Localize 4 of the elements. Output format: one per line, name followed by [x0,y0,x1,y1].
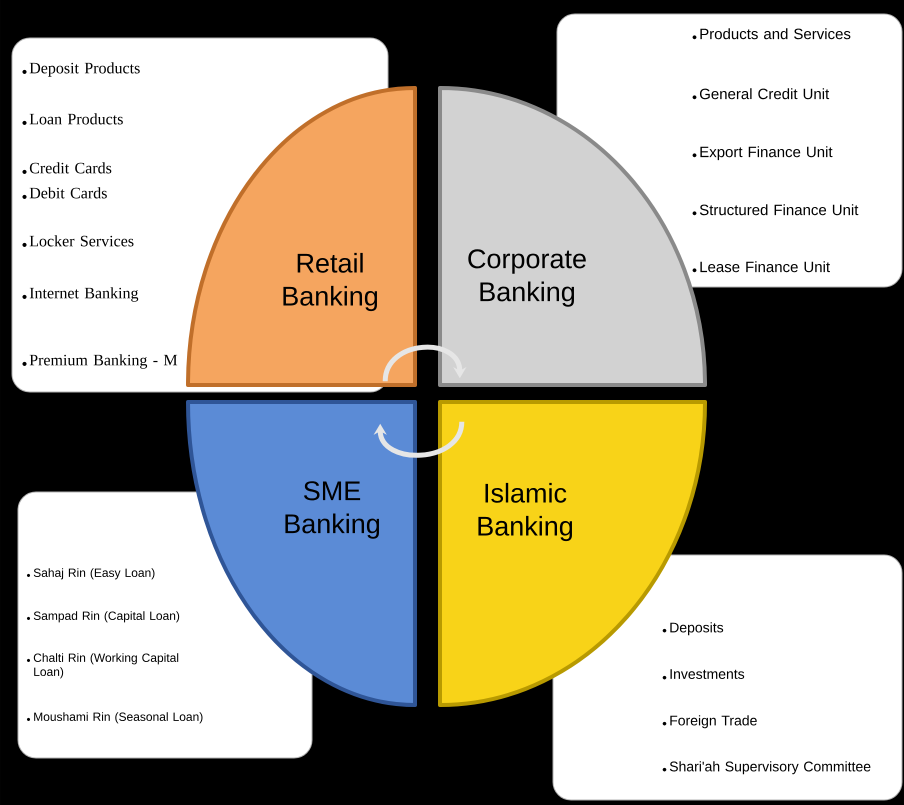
quadrant: SME Banking [186,400,417,707]
circular-arrow [374,421,464,458]
circular-arrow [382,344,466,382]
quadrant: Retail Banking [186,86,417,387]
